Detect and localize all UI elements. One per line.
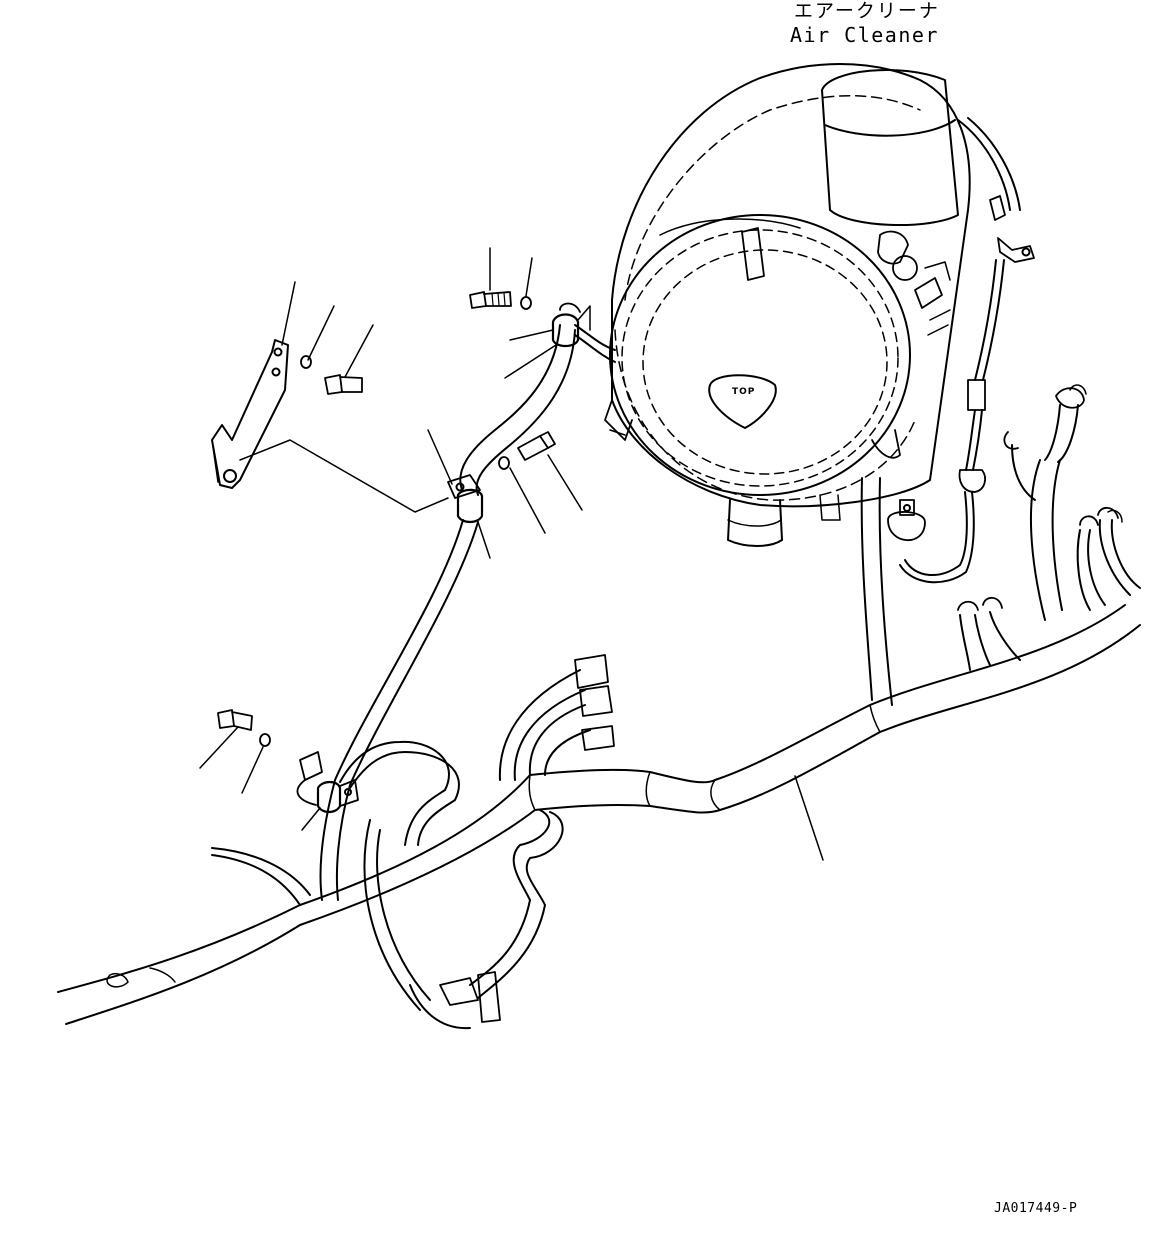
main-wire-harness <box>57 477 1141 1030</box>
air-cleaner-label-en: Air Cleaner <box>790 23 939 47</box>
drawing-code: JA017449-P <box>994 1201 1078 1216</box>
callout-leader-lines <box>199 247 824 861</box>
air-cleaner-label-jp: エアークリーナ <box>794 0 940 22</box>
air-cleaner-assembly <box>604 63 1035 547</box>
right-sensor-group <box>887 379 1141 671</box>
clamped-wire-line <box>296 302 616 901</box>
bracket-and-fasteners <box>211 291 556 747</box>
top-mark-label: TOP <box>732 387 756 397</box>
